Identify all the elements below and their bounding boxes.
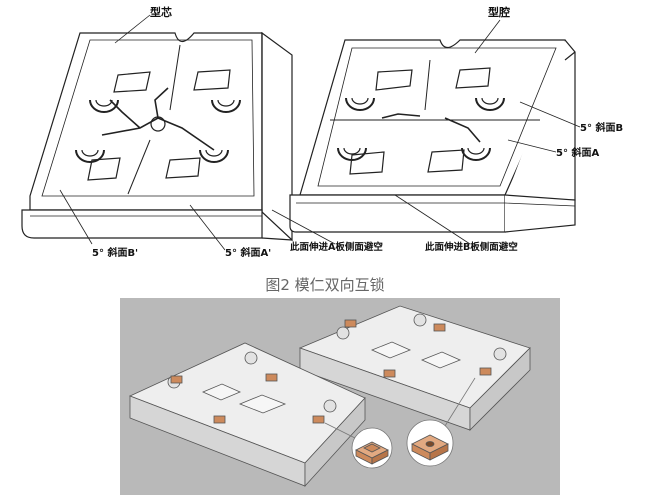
label-slope-a: 5° 斜面A: [556, 146, 599, 159]
core-block: [21, 31, 293, 242]
core-gate-ring-3: [75, 149, 105, 163]
figure-caption: 图2 模仁双向互锁: [265, 276, 385, 294]
leader-lines: [59, 14, 581, 251]
label-slope-b: 5° 斜面B: [580, 121, 623, 134]
label-b-clearance: 此面伸进B板侧面避空: [425, 241, 518, 253]
mold-core-cavity-drawing: 型芯 型腔 5° 斜面B' 5° 斜面A' 5° 斜面B 5° 斜面A 此面伸进…: [21, 5, 623, 259]
label-slope-b-prime: 5° 斜面B': [92, 246, 138, 259]
zoom-detail-1: [324, 422, 393, 469]
mold-interlock-3d-illustration: [120, 298, 560, 495]
cavity-block: [289, 39, 576, 233]
core-gate-ring-4: [199, 149, 229, 163]
zoom-detail-2: [406, 377, 476, 467]
core-gate-ring-2: [211, 99, 241, 113]
core-gate-ring-1: [89, 99, 119, 113]
label-a-clearance: 此面伸进A板侧面避空: [290, 241, 383, 253]
label-slope-a-prime: 5° 斜面A': [225, 246, 271, 259]
core-label: 型芯: [150, 5, 172, 19]
cavity-label: 型腔: [488, 5, 510, 19]
front-mold-plate: [128, 342, 366, 488]
